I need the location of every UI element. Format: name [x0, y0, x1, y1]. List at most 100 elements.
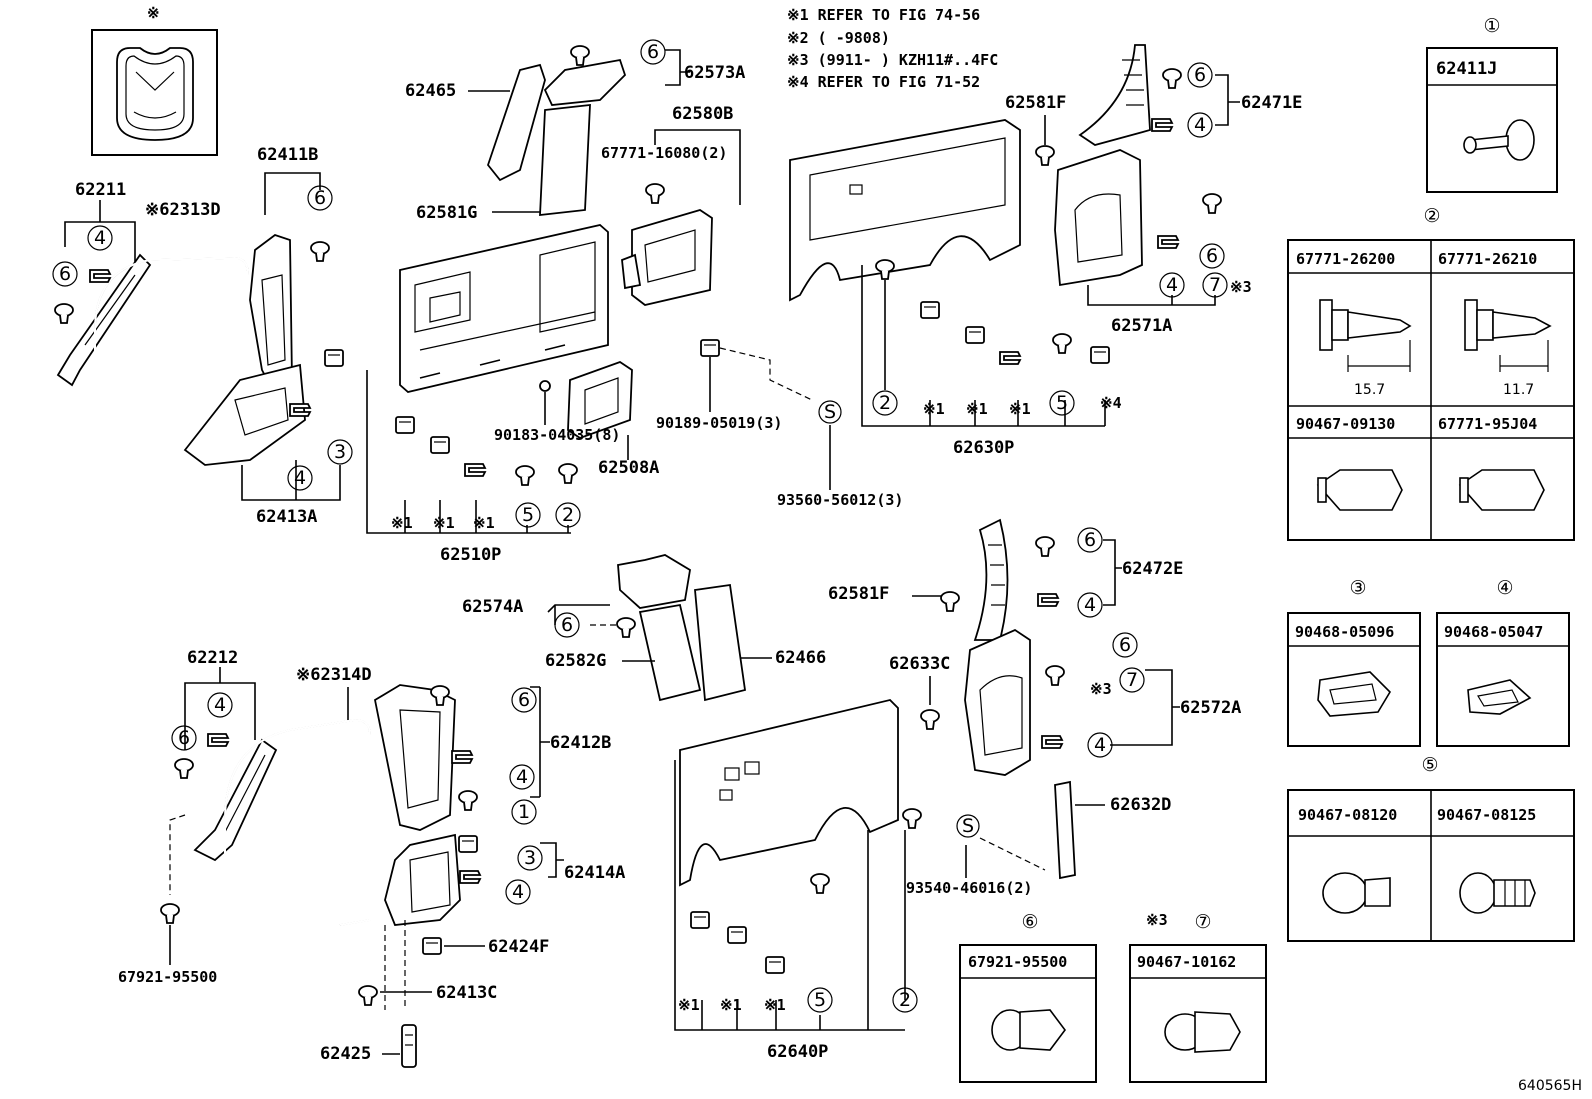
label-62508A: 62508A — [598, 458, 659, 478]
clip-icon — [920, 301, 940, 319]
legend-5-num: ⑤ — [1421, 754, 1438, 776]
note-markers: ※1 ※1 ※1 ※1 ※1 ※1 ※4 ※1 ※1 ※1 — [391, 394, 1122, 1014]
label-90183: 90183-04035(8) — [494, 426, 620, 444]
clip-icon — [1041, 735, 1063, 749]
ref-markers: 6 6 4 6 4 6 6 4 7 3 4 2 5 5 2 S 6 4 6 6 … — [52, 39, 1228, 1013]
trim-62582G — [638, 603, 702, 702]
label-67771-16080: 67771-16080(2) — [601, 144, 727, 162]
note-1: ※1 REFER TO FIG 74-56 — [787, 6, 980, 24]
svg-text:4: 4 — [94, 227, 106, 249]
svg-text:1: 1 — [518, 801, 530, 823]
clip-icon — [458, 790, 478, 811]
legend-box-1: 62411J — [1426, 47, 1558, 193]
svg-text:4: 4 — [516, 766, 528, 788]
clip-icon — [358, 985, 378, 1006]
trim-62466 — [694, 583, 747, 702]
clip-icon — [1035, 145, 1055, 166]
clip-icon — [700, 339, 720, 357]
vent-62580B — [621, 209, 713, 306]
svg-text:62411J: 62411J — [1436, 59, 1497, 79]
side-panel-62640P — [679, 699, 899, 887]
svg-text:11.7: 11.7 — [1503, 382, 1534, 398]
legend-7-num: ⑦ — [1194, 911, 1211, 933]
trim-62581G — [539, 103, 591, 217]
svg-text:S: S — [824, 401, 836, 423]
note-3: ※3 (9911- ) KZH11#..4FC — [787, 51, 998, 69]
svg-text:4: 4 — [512, 881, 524, 903]
svg-text:6: 6 — [561, 614, 573, 636]
clip-icon — [54, 303, 74, 324]
clip-icon — [902, 808, 922, 829]
clip-icon — [690, 911, 710, 929]
legend-box-3: 90468-05096 — [1287, 612, 1421, 747]
legend-box-4: 90468-05047 — [1436, 612, 1570, 747]
legend-4-num: ④ — [1496, 577, 1513, 599]
a-pillar-garnish-62211 — [56, 253, 152, 387]
svg-text:67921-95500: 67921-95500 — [968, 953, 1067, 971]
svg-text:※1: ※1 — [1009, 400, 1031, 418]
label-62414A: 62414A — [564, 863, 625, 883]
clip-icon — [174, 758, 194, 779]
plug-62425 — [401, 1024, 417, 1068]
label-62412B: 62412B — [550, 733, 611, 753]
svg-text:67771-95J04: 67771-95J04 — [1438, 415, 1537, 433]
legend-box-5: 90467-08120 90467-08125 — [1287, 789, 1575, 942]
label-67921-left: 67921-95500 — [118, 968, 217, 986]
note-4: ※4 REFER TO FIG 71-52 — [787, 73, 980, 91]
clip-icon — [920, 709, 940, 730]
svg-text:6: 6 — [1119, 634, 1131, 656]
clip-icon — [207, 733, 229, 747]
clip-icon — [1162, 68, 1182, 89]
legend-2-num: ② — [1423, 205, 1440, 227]
label-62211: 62211 — [75, 180, 126, 200]
svg-text:7: 7 — [1209, 274, 1221, 296]
clip-icon — [1052, 333, 1072, 354]
clip-icon — [875, 259, 895, 280]
clip-icon — [430, 436, 450, 454]
svg-text:5: 5 — [522, 504, 534, 526]
label-62581F-top: 62581F — [1005, 93, 1066, 113]
svg-text:※1: ※1 — [433, 514, 455, 532]
svg-text:4: 4 — [1194, 114, 1206, 136]
svg-text:4: 4 — [1166, 274, 1178, 296]
trim-62574A — [617, 554, 691, 609]
legend-box-2: 67771-26200 67771-26210 90467-09130 6777… — [1287, 239, 1575, 541]
label-62632D: 62632D — [1110, 795, 1171, 815]
clip-icon — [765, 956, 785, 974]
clip-icon — [395, 416, 415, 434]
svg-text:6: 6 — [314, 187, 326, 209]
clip-icon — [727, 926, 747, 944]
clip-icon — [1090, 346, 1110, 364]
svg-text:3: 3 — [334, 441, 346, 463]
label-62413A: 62413A — [256, 507, 317, 527]
clip-icon — [1151, 118, 1173, 132]
pillar-trim-62412B — [373, 684, 456, 831]
trim-62571A — [1054, 149, 1143, 287]
svg-text:67771-26210: 67771-26210 — [1438, 250, 1537, 268]
clip-icon — [616, 617, 636, 638]
legend-6-num: ⑥ — [1021, 911, 1038, 933]
legend-3-num: ③ — [1349, 577, 1366, 599]
label-62411B: 62411B — [257, 145, 318, 165]
svg-text:5: 5 — [1056, 392, 1068, 414]
label-62640P: 62640P — [767, 1042, 828, 1062]
marker-note3-top: ※3 — [1230, 278, 1252, 296]
svg-text:6: 6 — [178, 727, 190, 749]
trim-62472E — [973, 518, 1009, 641]
svg-text:6: 6 — [1194, 64, 1206, 86]
svg-text:67771-26200: 67771-26200 — [1296, 250, 1395, 268]
clip-icon — [160, 903, 180, 924]
asterisk-mark: ※ — [147, 4, 160, 22]
legend-7-prefix: ※3 — [1146, 911, 1168, 929]
label-62424F: 62424F — [488, 937, 549, 957]
a-pillar-garnish-62212 — [193, 738, 278, 862]
svg-text:※1: ※1 — [473, 514, 495, 532]
svg-text:7: 7 — [1126, 669, 1138, 691]
svg-text:90467-08125: 90467-08125 — [1437, 806, 1536, 824]
svg-text:4: 4 — [1094, 734, 1106, 756]
clip-icon — [89, 269, 111, 283]
svg-text:※1: ※1 — [764, 996, 786, 1014]
svg-text:2: 2 — [899, 989, 911, 1011]
clip-icon — [570, 45, 590, 66]
clip-icon — [458, 835, 478, 853]
